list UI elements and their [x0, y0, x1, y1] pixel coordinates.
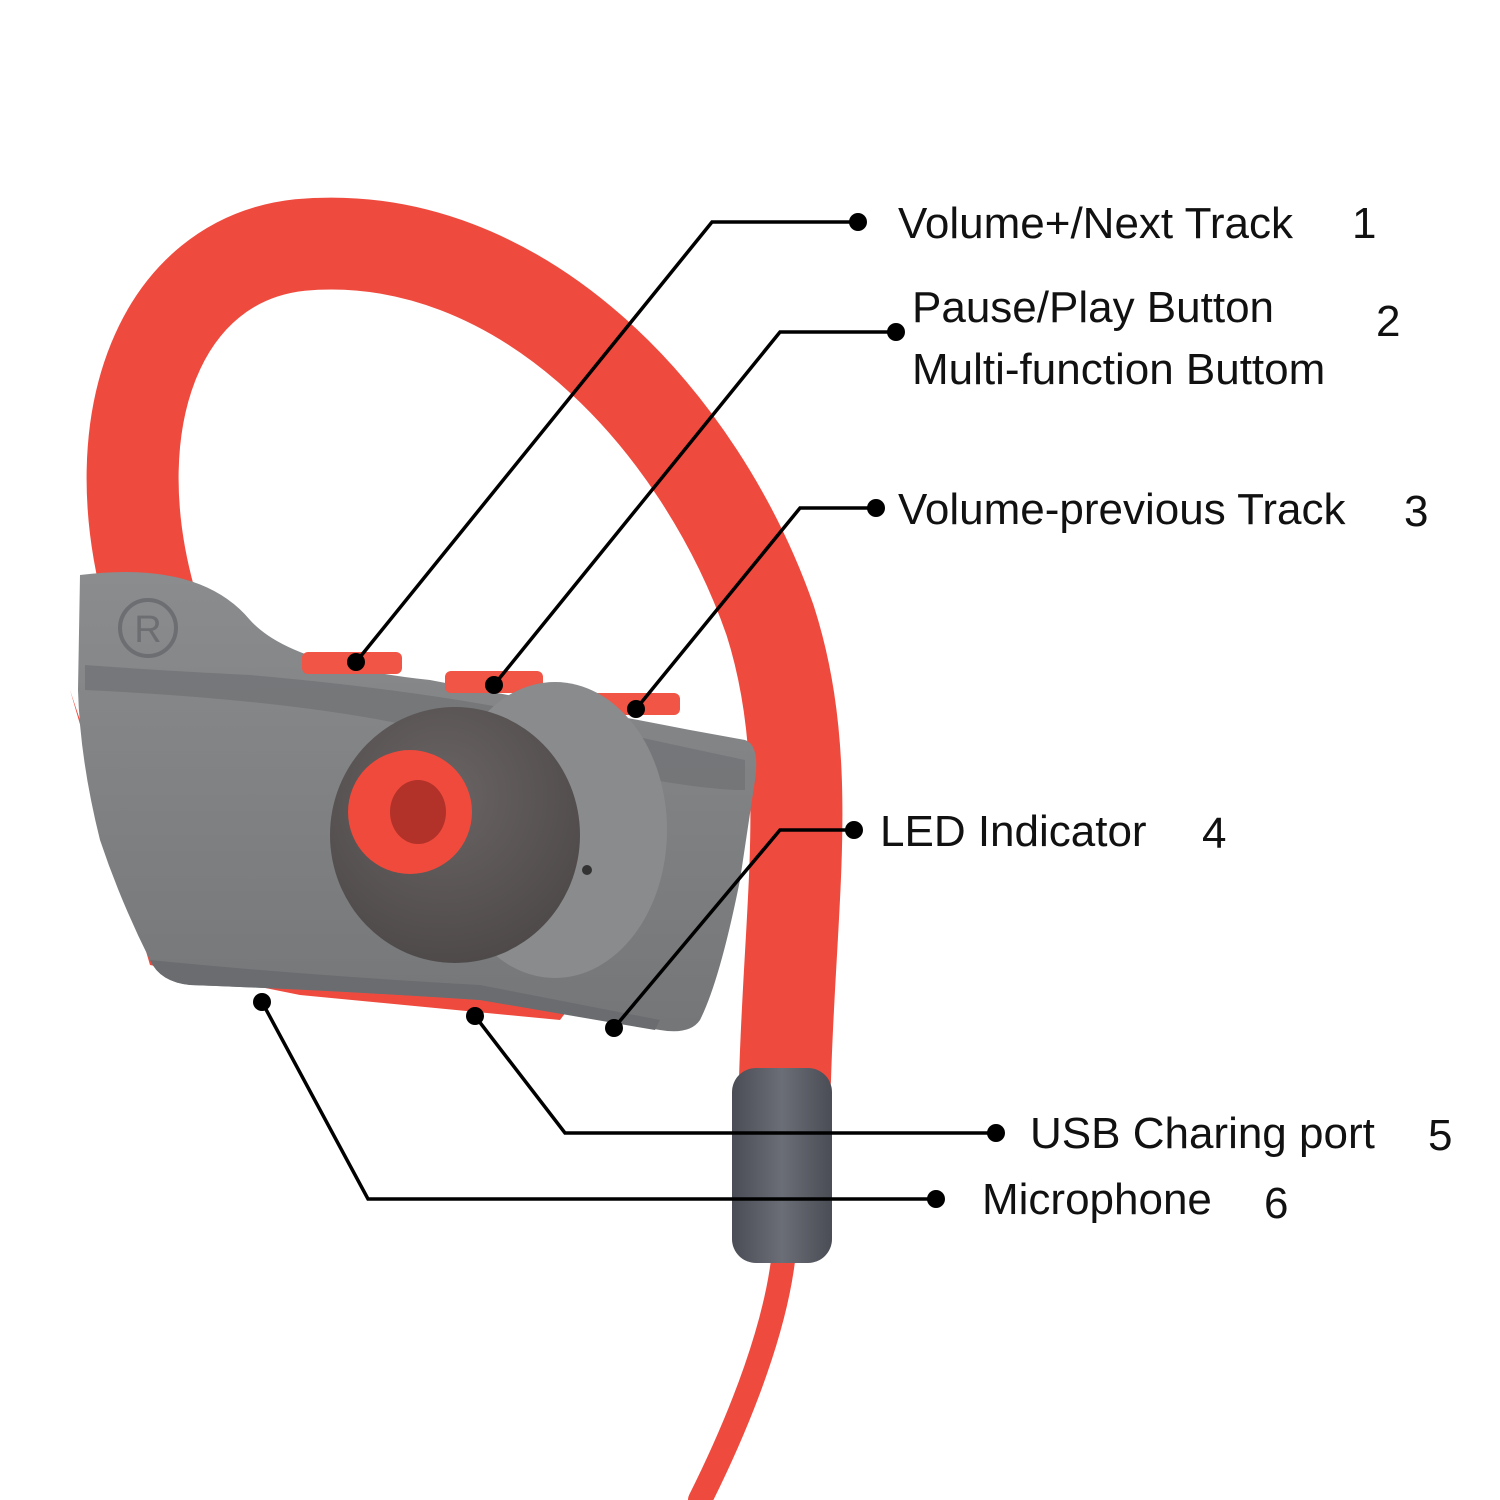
dot-5-device	[466, 1007, 484, 1025]
dot-5-label	[987, 1124, 1005, 1142]
nozzle-hole	[390, 780, 446, 844]
ear-hook	[86, 197, 843, 1126]
callout-label-volume-down: Volume-previous Track	[898, 485, 1346, 534]
callout-number-6: 6	[1264, 1179, 1289, 1228]
sensor-dot	[582, 865, 592, 875]
side-badge	[118, 598, 178, 658]
leader-line-3	[634, 506, 876, 711]
leader-line-1	[354, 220, 858, 664]
callout-label-pause-play: Pause/Play Button	[912, 283, 1275, 332]
cable-sleeve	[732, 1068, 832, 1263]
cable	[688, 1228, 797, 1500]
callout-number-3: 3	[1404, 487, 1429, 536]
callout-label-volume-up: Volume+/Next Track	[898, 199, 1293, 248]
dot-6-device	[253, 993, 271, 1011]
leader-dots	[253, 213, 1005, 1208]
callout-number-5: 5	[1428, 1111, 1453, 1160]
dot-4-device	[605, 1019, 623, 1037]
dot-1-label	[849, 213, 867, 231]
callout-label-microphone: Microphone	[982, 1175, 1212, 1224]
leader-line-4	[612, 828, 854, 1030]
body-lower-edge	[150, 960, 660, 1030]
dot-3-device	[627, 700, 645, 718]
side-badge-letter: R	[134, 609, 161, 651]
callout-label-usb-port: USB Charing port	[1030, 1109, 1375, 1158]
callout-number-4: 4	[1202, 809, 1227, 858]
dot-4-label	[845, 821, 863, 839]
leader-line-2	[492, 330, 896, 687]
callout-label-multi-function: Multi-function Buttom	[912, 345, 1326, 394]
leader-line-6	[260, 1001, 936, 1201]
callout-number-1: 1	[1352, 199, 1377, 248]
dot-6-label	[927, 1190, 945, 1208]
leader-line-5	[473, 1014, 996, 1135]
leader-lines	[260, 220, 996, 1201]
dot-2-label	[887, 323, 905, 341]
dot-2-device	[485, 676, 503, 694]
callout-label-led-indicator: LED Indicator	[880, 807, 1147, 856]
dot-1-device	[347, 653, 365, 671]
dot-3-label	[867, 499, 885, 517]
callout-number-2: 2	[1376, 297, 1401, 346]
